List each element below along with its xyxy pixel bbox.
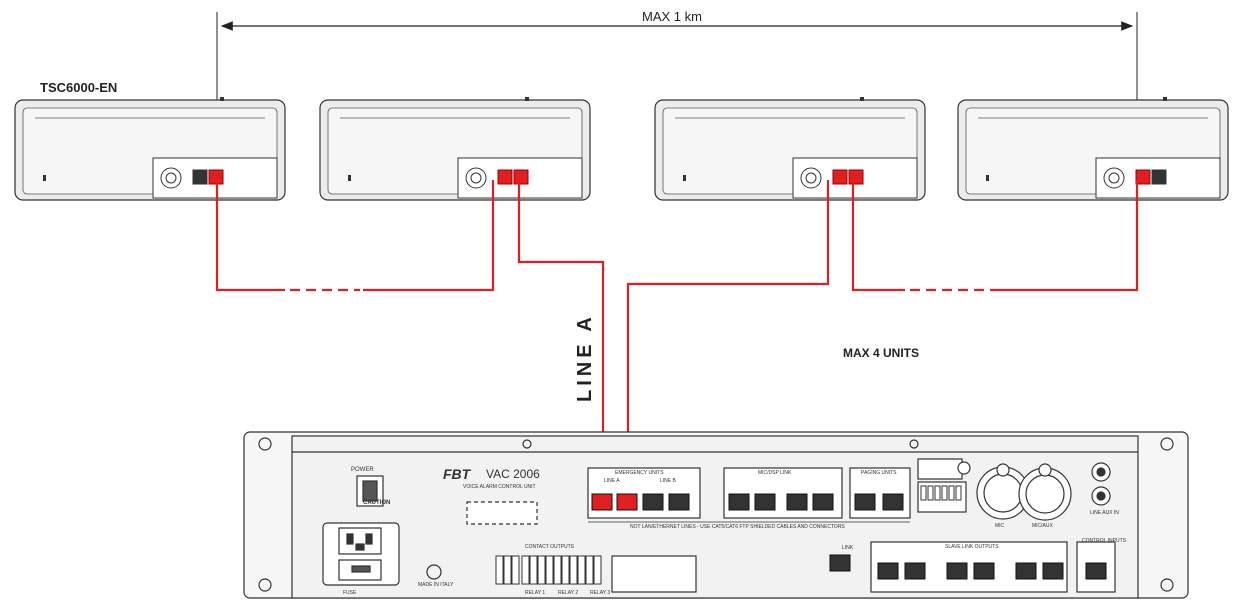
relay-3-label: RELAY 3 bbox=[590, 590, 611, 596]
emergency-units-label: EMERGENCY UNITS bbox=[615, 470, 664, 476]
rj45-port bbox=[642, 493, 664, 511]
power-socket-icon bbox=[1103, 167, 1125, 189]
rj45-port bbox=[616, 493, 638, 511]
contact-outputs-label: CONTACT OUTPUTS bbox=[525, 544, 574, 550]
line-terminal bbox=[941, 485, 948, 501]
rj45-port bbox=[668, 493, 690, 511]
relay-1-label: RELAY 1 bbox=[525, 590, 546, 596]
mic-link-label: MIC/DSP LINK bbox=[758, 470, 792, 476]
panel-model: VAC 2006 bbox=[486, 467, 540, 481]
console-port-in bbox=[192, 169, 208, 185]
rj45-port bbox=[946, 562, 968, 580]
power-socket-icon bbox=[160, 167, 182, 189]
rj45-port bbox=[829, 554, 851, 572]
power-label: POWER bbox=[351, 467, 374, 473]
mic-xlr-label: MIC bbox=[995, 523, 1005, 529]
line-aux-in-label: LINE AUX IN bbox=[1090, 510, 1119, 516]
slave-link-label: SLAVE LINK OUTPUTS bbox=[945, 544, 999, 550]
line-terminal bbox=[920, 485, 927, 501]
caution-title: CAUTION bbox=[363, 500, 391, 506]
power-socket-icon bbox=[800, 167, 822, 189]
console-unit bbox=[14, 97, 286, 201]
ethernet-note: NOT LAN/ETHERNET LINES - USE CAT5/CAT6 F… bbox=[630, 524, 845, 530]
relay-terminal bbox=[545, 555, 554, 585]
mic-aux-xlr-label: MIC/AUX bbox=[1032, 523, 1053, 529]
relay-2-label: RELAY 2 bbox=[558, 590, 579, 596]
panel-ports bbox=[495, 485, 1107, 585]
panel-line-b: LINE B bbox=[660, 478, 676, 484]
link-label: LINK bbox=[842, 545, 854, 551]
cable-console4-in bbox=[990, 180, 1139, 292]
diagram-title: TSC6000-EN bbox=[40, 80, 118, 95]
console-unit bbox=[654, 97, 926, 201]
relay-terminal bbox=[593, 555, 602, 585]
power-supply-terminal bbox=[503, 555, 512, 585]
rj45-port bbox=[1015, 562, 1037, 580]
panel-subtitle: VOICE ALARM CONTROL UNIT bbox=[463, 484, 536, 490]
rj45-port bbox=[973, 562, 995, 580]
cable-linea-2 bbox=[626, 180, 830, 492]
power-supply-terminal bbox=[495, 555, 504, 585]
rj45-port bbox=[904, 562, 926, 580]
fuse-label: FUSE bbox=[343, 590, 357, 596]
relay-terminal bbox=[561, 555, 570, 585]
rj45-port bbox=[786, 493, 808, 511]
relay-terminal bbox=[521, 555, 530, 585]
control-inputs-label: CONTROL INPUTS bbox=[1082, 538, 1126, 544]
panel-line-a: LINE A bbox=[604, 478, 620, 484]
line-terminal bbox=[948, 485, 955, 501]
rj45-port bbox=[591, 493, 613, 511]
consoles-group bbox=[14, 97, 1229, 201]
made-in-label: MADE IN ITALY bbox=[418, 582, 454, 588]
line-terminal bbox=[934, 485, 941, 501]
rj45-port bbox=[854, 493, 876, 511]
rj45-port bbox=[877, 562, 899, 580]
cable-console3-out bbox=[851, 180, 905, 292]
rj45-port bbox=[1042, 562, 1064, 580]
max-units-label: MAX 4 UNITS bbox=[843, 346, 920, 360]
relay-terminal bbox=[577, 555, 586, 585]
rj45-port bbox=[882, 493, 904, 511]
rj45-port bbox=[1085, 562, 1107, 580]
power-supply-terminal bbox=[511, 555, 520, 585]
power-socket-icon bbox=[465, 167, 487, 189]
cable-console2-in bbox=[363, 180, 495, 292]
relay-terminal bbox=[553, 555, 562, 585]
console-port-out bbox=[1151, 169, 1167, 185]
cable-console1 bbox=[215, 180, 285, 292]
panel-brand: FBT bbox=[443, 466, 471, 482]
paging-units-label: PAGING UNITS bbox=[861, 470, 897, 476]
distance-label: MAX 1 km bbox=[642, 9, 702, 24]
line-terminal bbox=[955, 485, 962, 501]
relay-terminal bbox=[585, 555, 594, 585]
console-unit bbox=[957, 97, 1229, 201]
line-terminal bbox=[927, 485, 934, 501]
rj45-port bbox=[812, 493, 834, 511]
relay-terminal bbox=[569, 555, 578, 585]
relay-terminal bbox=[529, 555, 538, 585]
rj45-port bbox=[728, 493, 750, 511]
line-a-label: LINE A bbox=[574, 313, 596, 402]
cables bbox=[215, 180, 1139, 492]
rj45-port bbox=[754, 493, 776, 511]
cable-linea-1 bbox=[517, 180, 605, 492]
relay-terminal bbox=[537, 555, 546, 585]
console-unit bbox=[319, 97, 591, 201]
